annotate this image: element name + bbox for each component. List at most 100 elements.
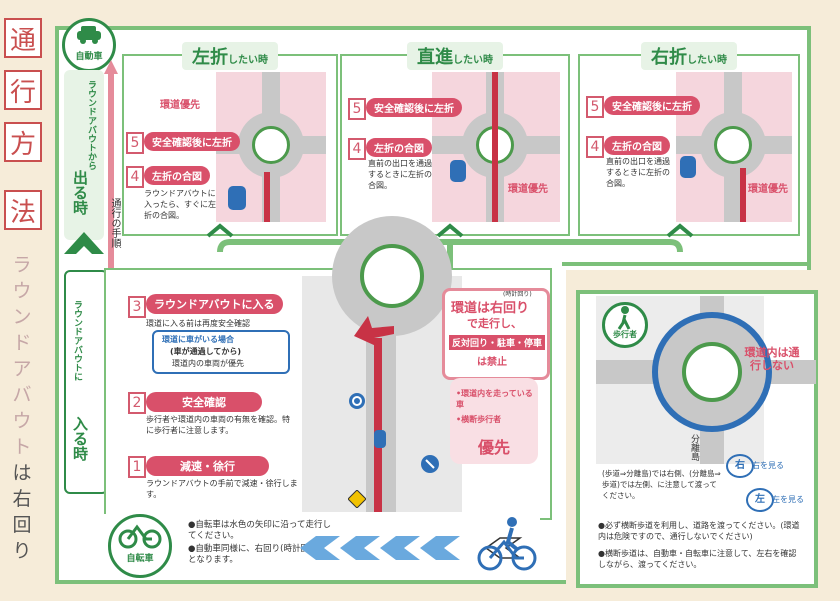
exit-label-bg (64, 70, 104, 240)
enter-step1-label: 減速・徐行 (146, 456, 269, 476)
panel-right-turn: 右折したい時 5 安全確認後に左折 4 左折の合図 直前の出口を通過するときに左… (578, 42, 800, 236)
pedestrian-badge-label: 歩行者 (613, 330, 637, 339)
panel-title: 右折したい時 (641, 42, 737, 70)
panel-title-big: 左折 (192, 47, 228, 68)
bicycle-section: 自転車 ●自転車は水色の矢印に沿って走行してください。 ●自動車同様に、右回り(… (104, 514, 540, 578)
subbox-line3: 環道内の車両が優先 (172, 359, 244, 368)
step4-label: 左折の合図 (604, 136, 670, 155)
title-char-1: 通 (4, 18, 42, 58)
step4-number: 4 (126, 166, 144, 188)
flow-label: 通行の手順 (109, 198, 120, 248)
panel-title-small: したい時 (453, 55, 493, 66)
subtitle-char: 右 (12, 488, 32, 510)
car-icon (680, 156, 696, 178)
subtitle-char: ド (12, 332, 32, 354)
car-icon (450, 160, 466, 182)
pedestrian-map (596, 296, 816, 464)
subtitle-char: り (12, 540, 32, 562)
approach-map (302, 216, 462, 512)
panel-title-big: 右折 (651, 47, 687, 68)
enter-label-top: ラウンドアバウトに (72, 300, 82, 381)
exit-label-big: 出る時 (71, 170, 89, 215)
priority-label: 環道優先 (160, 100, 200, 111)
pedestrian-note2: ●横断歩道は、自動車・自転車に注意して、左右を確認しながら、渡ってください。 (598, 549, 797, 569)
look-left-label: 左を見る (772, 495, 804, 504)
subbox-title: 環道に車がいる場合 (162, 335, 234, 344)
subtitle-char: は (12, 462, 32, 484)
bicycle-icon (118, 524, 162, 549)
enter-step2-text: 歩行者や環道内の車両の有無を確認。特に歩行者に注意します。 (146, 415, 290, 435)
enter-step3-label: ラウンドアバウトに入る (146, 294, 283, 314)
subtitle-char: ウ (12, 410, 32, 432)
car-icon (374, 430, 386, 448)
subbox-line2: (車が通過してから) (170, 347, 242, 356)
panel-title: 左折したい時 (182, 42, 278, 70)
enter-label-big: 入る時 (71, 416, 89, 461)
pedestrian-icon (617, 306, 631, 330)
enter-step2-number: 2 (128, 392, 146, 414)
priority-item2: •横断歩行者 (456, 415, 502, 424)
bicycle-badge-label: 自転車 (126, 554, 154, 564)
enter-step2-label: 安全確認 (146, 392, 262, 412)
bicycle-text2: ●自動車同様に、右回り(時計回り)となります。 (188, 544, 321, 565)
intersection-map (432, 72, 560, 222)
flow-arrow-icon (104, 60, 118, 270)
subtitle-char: ト (12, 436, 32, 458)
car-icon (228, 186, 246, 210)
look-right-label: 右を見る (752, 461, 784, 470)
title-char-3: 方 (4, 122, 42, 162)
subtitle-char: ラ (12, 254, 32, 276)
enter-step1-text: ラウンドアバウトの手前で減速・徐行します。 (146, 479, 298, 499)
rule-line2: で走行し、 (467, 317, 522, 330)
pedestrian-panel: 歩行者 環道内は通行しない 分離島 (歩道⇒分離島)では右側、(分離島⇒歩道)で… (576, 290, 818, 588)
cyclist-icon (477, 517, 537, 571)
island-label: 分離島 (689, 434, 699, 461)
step4-number: 4 (348, 138, 366, 160)
subtitle-char: 回 (12, 514, 32, 536)
rule-line3: 反対回り・駐車・停車 (449, 335, 546, 350)
title-char-4: 法 (4, 190, 42, 230)
subtitle-char: ア (12, 358, 32, 380)
rule-line4: は禁止 (477, 357, 507, 368)
priority-box: •環道内を走っている車 •横断歩行者 優先 (450, 378, 538, 464)
step5-number: 5 (348, 98, 366, 120)
rule-note: (時計回り) (503, 291, 532, 298)
panel-left-turn: 左折したい時 環道優先 5 安全確認後に左折 4 左折の合図 ラウンドアバウトに… (122, 42, 338, 236)
title-subtitle: ラ ウ ン ド ア バ ウ ト は 右 回 り (10, 252, 34, 564)
enter-step3-number: 3 (128, 296, 146, 318)
step5-number: 5 (126, 132, 144, 154)
car-icon (77, 26, 101, 44)
direction-sign-icon (421, 455, 439, 473)
step4-text: 直前の出口を通過するときに左折の合図。 (368, 159, 432, 190)
rule-box: (時計回り) 環道は右回り で走行し、 反対回り・駐車・停車 は禁止 (442, 288, 550, 380)
roundabout-sign-icon (349, 393, 365, 409)
panel-straight: 直進したい時 5 安全確認後に左折 4 左折の合図 直前の出口を通過するときに左… (340, 42, 570, 236)
subtitle-char: ウ (12, 280, 32, 302)
step5-number: 5 (586, 96, 604, 118)
step4-text: ラウンドアバウトに入ったら、すぐに左折の合図。 (144, 189, 216, 220)
enter-step3-text: 環道に入る前は再度安全確認 (146, 319, 250, 328)
panel-title: 直進したい時 (407, 42, 503, 70)
bicycle-badge: 自転車 (108, 514, 172, 578)
intersection-map (676, 72, 792, 222)
step5-label: 安全確認後に左折 (144, 132, 240, 151)
panel-title-small: したい時 (687, 55, 727, 66)
entry-arrow-icon (354, 316, 394, 346)
warning-sign-icon (348, 490, 366, 508)
step4-text: 直前の出口を通過するときに左折の合図。 (606, 157, 670, 188)
frame-connector (562, 262, 807, 266)
bicycle-text1: ●自転車は水色の矢印に沿って走行してください。 (188, 520, 331, 541)
priority-label: 環道優先 (508, 184, 548, 195)
title-char-2: 行 (4, 70, 42, 110)
subtitle-char: ン (12, 306, 32, 328)
step4-label: 左折の合図 (366, 138, 432, 157)
exit-arrow-icon (64, 232, 104, 254)
priority-big: 優先 (478, 438, 511, 457)
enter-label-box (64, 270, 108, 494)
step4-label: 左折の合図 (144, 166, 210, 185)
rule-line1: 環道は右回り (451, 301, 530, 316)
step5-label: 安全確認後に左折 (604, 96, 700, 115)
step4-number: 4 (586, 136, 604, 158)
look-left-icon: 左 (746, 488, 774, 512)
priority-label: 環道優先 (748, 184, 788, 195)
